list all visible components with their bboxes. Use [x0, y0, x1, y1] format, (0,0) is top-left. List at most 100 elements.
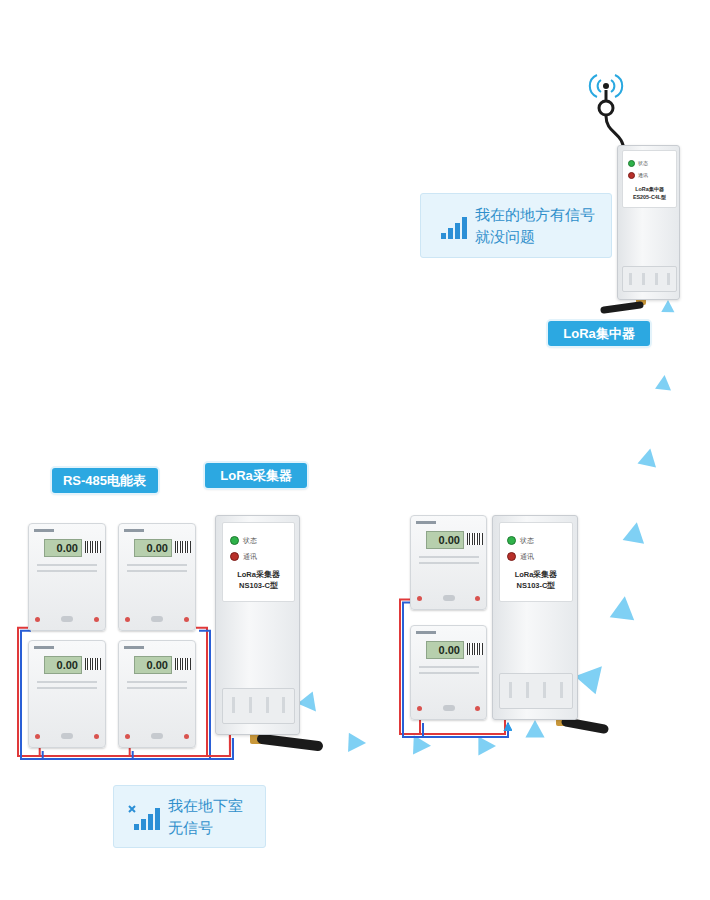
- terminal-block: [222, 688, 295, 724]
- signal-bar: [148, 814, 153, 830]
- meter-barcode: [85, 658, 101, 670]
- meter-port: [443, 705, 455, 711]
- status-label: 状态: [638, 160, 648, 167]
- meter-barcode: [467, 643, 483, 655]
- signal-wave: [590, 75, 597, 97]
- meter-print: [37, 564, 97, 566]
- meter-reading: 0.00: [45, 540, 81, 556]
- meter-reading: 0.00: [427, 532, 463, 548]
- signal-callout: 我在地下室 无信号: [113, 785, 266, 848]
- meter-reading: 0.00: [135, 540, 171, 556]
- title-tag: RS-485电能表: [52, 468, 158, 493]
- lora-device: 状态通讯 LoRa集中器 ES205-C4L型: [617, 145, 680, 300]
- signal-arrowhead: [298, 692, 316, 712]
- meter-print: [127, 681, 187, 683]
- signal-arrowhead: [348, 733, 366, 752]
- signal-arrowhead: [478, 736, 496, 755]
- signal-wave: [615, 75, 622, 97]
- device-model: LoRa采集器 NS103-C型: [504, 570, 568, 591]
- lcd-screen: 0.00: [44, 539, 82, 557]
- meter-seal: [35, 734, 40, 739]
- lcd-screen: 0.00: [426, 641, 464, 659]
- lcd-screen: 0.00: [44, 656, 82, 674]
- tag-text: LoRa采集器: [220, 463, 292, 488]
- signal-callout: 我在的地方有信号 就没问题: [420, 193, 612, 258]
- wire-blue: [423, 723, 508, 737]
- led-row: 通讯: [628, 172, 648, 179]
- energy-meter: 0.00: [118, 640, 196, 748]
- meter-print: [127, 687, 187, 689]
- antenna-rod: [604, 305, 640, 310]
- signal-bar: [134, 824, 139, 830]
- meter-port: [61, 616, 73, 622]
- meter-print: [419, 666, 479, 668]
- terminal-block: [622, 266, 677, 292]
- callout-text: 我在的地方有信号 就没问题: [475, 204, 603, 248]
- signal-arrowhead: [413, 735, 431, 754]
- meter-seal: [475, 706, 480, 711]
- signal-arrowhead: [661, 300, 674, 312]
- terminal-slot: [249, 697, 252, 713]
- meter-seal: [475, 596, 480, 601]
- device-title: LoRa采集器 NS103-C型: [222, 570, 295, 591]
- meter-logo: [34, 646, 54, 649]
- meter-barcode: [467, 533, 483, 545]
- no-signal-cross: [129, 806, 135, 812]
- device-panel: [222, 522, 295, 602]
- signal-bar: [441, 233, 446, 239]
- meter-print: [37, 570, 97, 572]
- led-row: 状态: [628, 160, 648, 167]
- meter-seal: [125, 734, 130, 739]
- antenna-ring: [599, 101, 613, 115]
- terminal-slot: [509, 682, 512, 698]
- terminal-slot: [232, 697, 235, 713]
- status-led: [507, 536, 516, 545]
- meter-reading: 0.00: [45, 657, 81, 673]
- energy-meter: 0.00: [118, 523, 196, 631]
- status-led: [507, 552, 516, 561]
- rs485-wire: [18, 628, 233, 759]
- device-title: LoRa采集器 NS103-C型: [499, 570, 573, 591]
- meter-barcode: [175, 658, 191, 670]
- wire-red: [420, 720, 505, 734]
- meter-barcode: [175, 541, 191, 553]
- status-label: 状态: [520, 536, 534, 545]
- meter-seal: [125, 617, 130, 622]
- device-model: LoRa采集器 NS103-C型: [227, 570, 290, 591]
- meter-print: [127, 564, 187, 566]
- signal-icon: [433, 211, 469, 241]
- meter-seal: [35, 617, 40, 622]
- title-tag: LoRa采集器: [205, 463, 307, 488]
- meter-print: [37, 681, 97, 683]
- lcd-screen: 0.00: [426, 531, 464, 549]
- meter-logo: [416, 521, 436, 524]
- signal-bar: [141, 819, 146, 830]
- signal-path: [578, 300, 668, 689]
- meter-print: [37, 687, 97, 689]
- tag-text: LoRa集中器: [563, 321, 635, 346]
- energy-meter: 0.00: [28, 523, 106, 631]
- meter-logo: [124, 646, 144, 649]
- device-title: LoRa集中器 ES205-C4L型: [622, 185, 677, 202]
- antenna-stalk: [605, 90, 608, 101]
- wire-red: [18, 628, 230, 756]
- antenna-rod: [566, 722, 604, 729]
- status-led: [230, 536, 239, 545]
- led-row: 状态: [507, 536, 534, 545]
- meter-port: [151, 616, 163, 622]
- meter-print: [127, 570, 187, 572]
- meter-reading: 0.00: [135, 657, 171, 673]
- led-row: 状态: [230, 536, 257, 545]
- energy-meter: 0.00: [410, 515, 487, 610]
- terminal-slot: [560, 682, 563, 698]
- lora-device: 状态通讯 LoRa采集器 NS103-C型: [215, 515, 300, 735]
- status-label: 状态: [243, 536, 257, 545]
- meter-seal: [417, 706, 422, 711]
- status-label: 通讯: [243, 552, 257, 561]
- meter-reading: 0.00: [427, 642, 463, 658]
- terminal-slot: [667, 273, 670, 285]
- signal-bar: [448, 228, 453, 239]
- wire-blue: [21, 631, 233, 759]
